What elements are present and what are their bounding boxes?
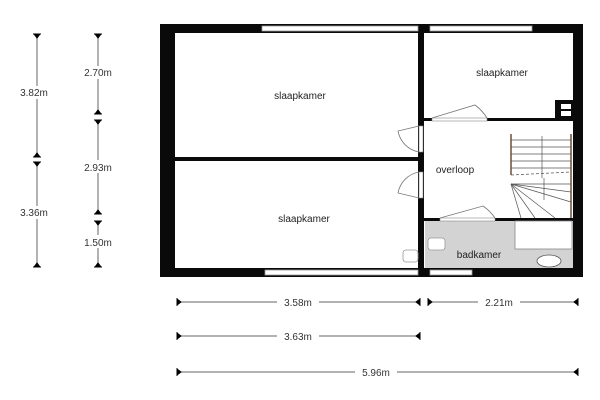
horizontal-dimensions — [176, 298, 579, 376]
sink — [427, 237, 446, 251]
dimension-label: 3.58m — [284, 298, 312, 309]
bathroom-fixtures — [402, 220, 573, 268]
dimension-label: 5.96m — [362, 368, 390, 379]
dimension-label: 3.36m — [20, 208, 48, 219]
windows — [261, 25, 533, 276]
staircase[interactable] — [510, 134, 572, 219]
room-label-bedroom: slaapkamer — [278, 214, 330, 225]
toilet — [536, 254, 562, 268]
dimension-label: 2.70m — [84, 68, 112, 79]
dimension-label: 1.50m — [84, 238, 112, 249]
shower-tray — [514, 220, 573, 250]
dimension-label: 2.93m — [84, 163, 112, 174]
dimension-label: 3.82m — [20, 88, 48, 99]
room-label-landing: overloop — [436, 165, 475, 176]
sink — [402, 249, 419, 263]
doors — [397, 104, 496, 222]
dimension-label: 2.21m — [485, 298, 513, 309]
room-label-bedroom: slaapkamer — [476, 68, 528, 79]
room-label-bedroom: slaapkamer — [274, 91, 326, 102]
room-label-bathroom: badkamer — [457, 250, 502, 261]
dimension-label: 3.63m — [284, 332, 312, 343]
